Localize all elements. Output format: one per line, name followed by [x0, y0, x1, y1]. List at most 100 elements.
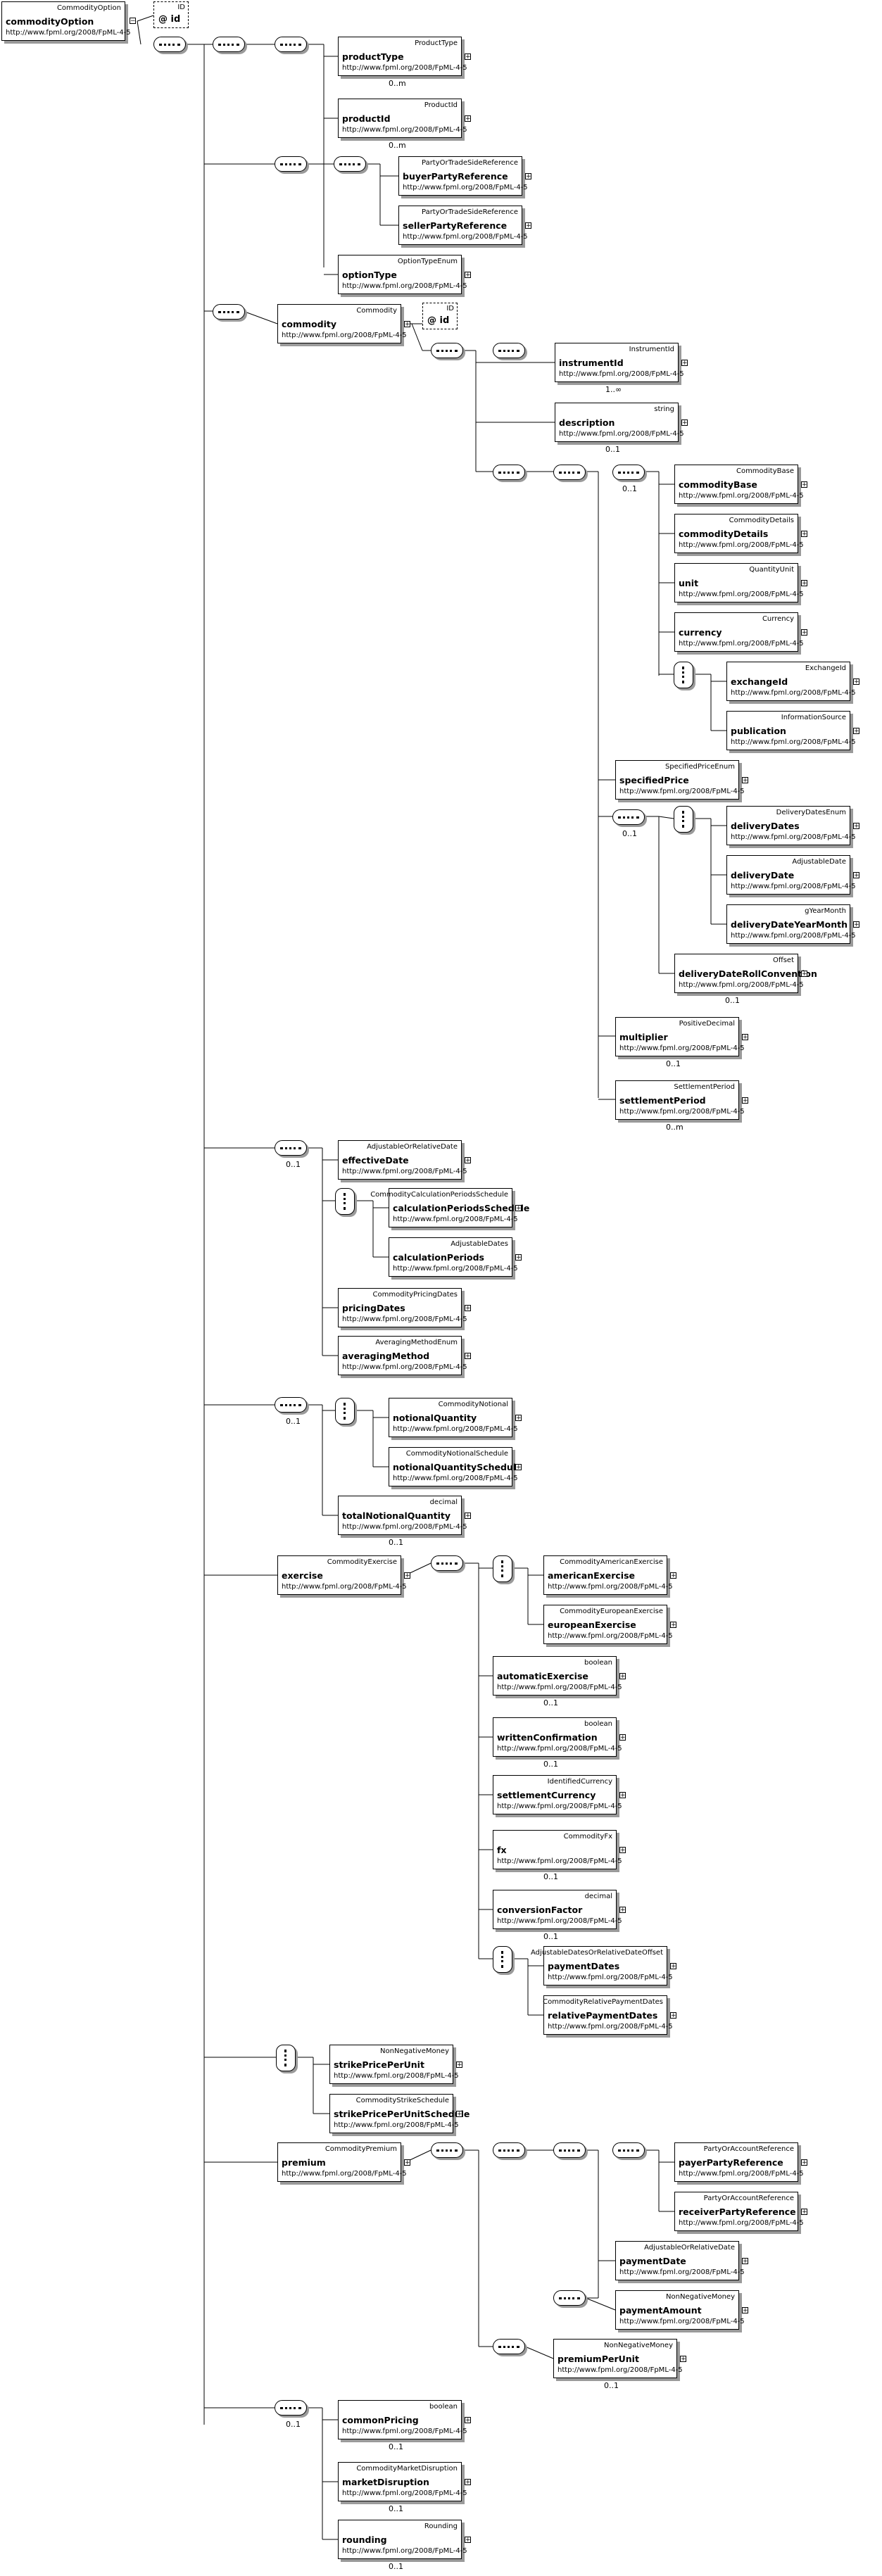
sequence-compositor[interactable] [431, 1555, 463, 1571]
sequence-compositor[interactable] [213, 37, 245, 52]
expand-icon[interactable]: + [515, 1254, 522, 1261]
expand-icon[interactable]: + [853, 678, 859, 686]
expand-icon[interactable]: + [670, 1572, 676, 1579]
expand-icon[interactable]: + [619, 1734, 626, 1741]
expand-icon[interactable]: + [801, 580, 807, 587]
expand-icon[interactable]: + [515, 1464, 522, 1471]
expand-icon[interactable]: + [670, 1963, 676, 1970]
expand-icon[interactable]: + [465, 1513, 471, 1520]
expand-icon[interactable]: + [801, 531, 807, 538]
choice-compositor[interactable] [335, 1398, 355, 1425]
expand-icon[interactable]: + [680, 2356, 686, 2363]
expand-icon[interactable]: + [515, 1205, 522, 1212]
sequence-compositor[interactable] [153, 37, 186, 52]
sequence-compositor[interactable] [334, 156, 366, 172]
expand-icon[interactable]: + [465, 2417, 471, 2424]
sequence-compositor[interactable] [493, 343, 525, 358]
expand-icon[interactable]: + [670, 1622, 676, 1629]
sequence-compositor[interactable] [275, 1397, 307, 1413]
sequence-compositor[interactable] [275, 1140, 307, 1156]
expand-icon[interactable]: + [801, 971, 807, 978]
expand-icon[interactable]: + [456, 2062, 462, 2069]
choice-compositor[interactable] [276, 2045, 296, 2071]
expand-icon[interactable]: + [801, 629, 807, 636]
expand-icon[interactable]: + [742, 777, 748, 784]
expand-icon[interactable]: + [465, 1353, 471, 1360]
expand-icon[interactable]: + [404, 321, 410, 328]
expand-icon[interactable]: + [525, 222, 531, 229]
expand-icon[interactable]: + [801, 2159, 807, 2166]
expand-icon[interactable]: + [404, 2159, 410, 2166]
expand-icon[interactable]: + [525, 173, 531, 180]
expand-icon[interactable]: + [742, 2258, 748, 2265]
sequence-compositor[interactable] [553, 2290, 586, 2306]
expand-icon[interactable]: + [801, 2209, 807, 2216]
expand-icon[interactable]: + [619, 1673, 626, 1680]
expand-icon[interactable]: + [465, 1305, 471, 1312]
sequence-compositor[interactable] [553, 465, 586, 480]
sequence-compositor[interactable] [553, 2142, 586, 2158]
expand-icon[interactable]: + [465, 53, 471, 61]
element-box-root[interactable]: CommodityOption commodityOption http://w… [1, 1, 131, 41]
sequence-compositor[interactable] [275, 156, 307, 172]
expand-icon[interactable]: + [465, 1157, 471, 1164]
expand-icon[interactable]: + [465, 2479, 471, 2486]
choice-compositor[interactable] [674, 662, 693, 688]
expand-icon[interactable]: + [404, 1572, 410, 1579]
expand-icon[interactable]: + [681, 360, 688, 367]
choice-compositor[interactable] [493, 1946, 512, 1973]
attribute-box-id[interactable]: ID @ id [153, 1, 189, 28]
sequence-compositor[interactable] [612, 2142, 645, 2158]
expand-icon[interactable]: + [619, 1847, 626, 1854]
sequence-compositor[interactable] [493, 2142, 525, 2158]
expand-icon[interactable]: + [853, 872, 859, 879]
sequence-compositor[interactable] [275, 37, 307, 52]
expand-icon[interactable]: + [742, 1034, 748, 1041]
expand-icon[interactable]: + [670, 2012, 676, 2019]
sequence-compositor[interactable] [213, 304, 245, 320]
sequence-compositor[interactable] [493, 465, 525, 480]
expand-icon[interactable]: + [465, 115, 471, 122]
expand-icon[interactable]: + [801, 481, 807, 488]
expand-icon[interactable]: + [456, 2111, 462, 2118]
